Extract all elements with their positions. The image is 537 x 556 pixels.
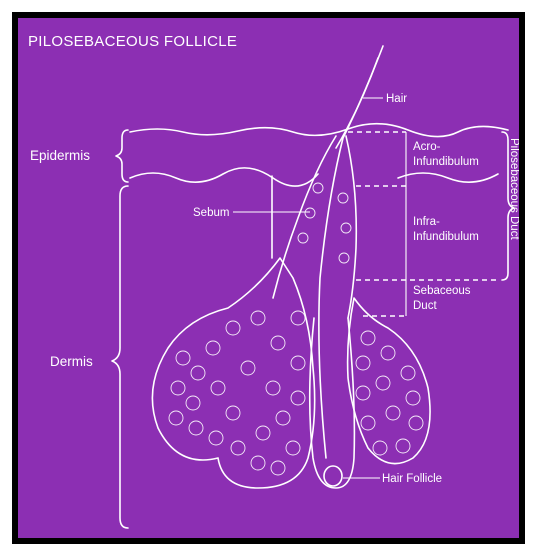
skin-surface-line (130, 124, 508, 137)
epidermis-label: Epidermis (30, 148, 90, 163)
dermis-label: Dermis (50, 354, 93, 369)
follicle-outline (273, 136, 336, 298)
epidermis-base-line (130, 168, 318, 186)
dermal-papilla (324, 466, 342, 486)
sebum-label: Sebum (193, 207, 229, 219)
hair-label: Hair (386, 93, 407, 105)
epidermis-brace (116, 130, 128, 182)
diagram-frame: PILOSEBACEOUS FOLLICLE Epidermis Dermis (12, 12, 525, 544)
pilosebaceous-duct-label: Pilosebaceous Duct (508, 138, 519, 240)
epidermis-base-line-right (398, 173, 498, 182)
infra-infundibulum-label-1: Infra- (413, 216, 440, 228)
right-sebaceous-lobe (348, 298, 430, 464)
acro-infundibulum-label-2: Infundibulum (413, 156, 479, 168)
dermis-brace (112, 186, 128, 528)
acro-infundibulum-label-1: Acro- (413, 141, 441, 153)
diagram-title: PILOSEBACEOUS FOLLICLE (28, 33, 237, 50)
sebaceous-duct-label-2: Duct (413, 300, 437, 312)
hair-shaft-inner (336, 58, 378, 148)
sebaceous-duct-label-1: Sebaceous (413, 285, 471, 297)
sebaceous-cells (169, 183, 423, 475)
pilosebaceous-diagram: PILOSEBACEOUS FOLLICLE Epidermis Dermis (18, 18, 519, 538)
infra-infundibulum-label-2: Infundibulum (413, 231, 479, 243)
hair-follicle-label: Hair Follicle (382, 473, 442, 485)
